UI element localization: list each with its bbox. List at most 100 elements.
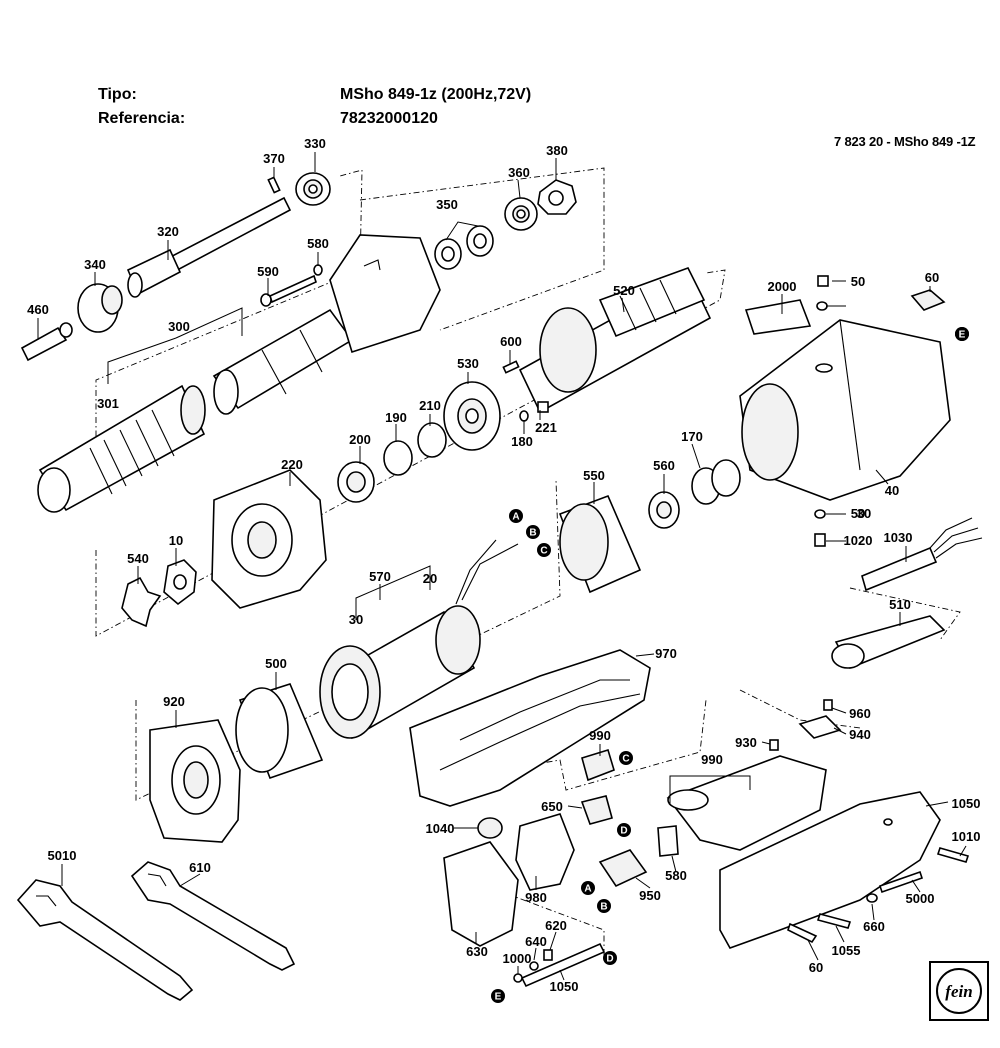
screw-1055 [787,922,818,944]
bearing-330 [295,172,331,206]
switch-990-upper [581,748,615,782]
screw-970 [823,699,833,711]
svg-text:A: A [584,884,591,895]
callout-570: 570 [369,569,391,584]
callout-970: 970 [655,646,677,661]
marker-b: B [597,899,611,913]
stator [319,539,519,740]
type-value: MSho 849-1z (200Hz,72V) [340,86,532,103]
marker-d: D [617,823,631,837]
callout-40: 40 [885,483,899,498]
motor-housing [739,319,951,501]
bracket-960 [798,715,842,739]
reference-label: Referencia: [98,110,186,127]
callout-300: 300 [168,319,190,334]
callout-1050: 1050 [550,979,579,994]
bearing-180 [337,461,375,503]
callout-60: 60 [925,270,939,285]
key-530 [502,360,520,374]
callout-920: 920 [163,694,185,709]
callout-610: 610 [189,860,211,875]
callout-950: 950 [639,888,661,903]
callout-620: 620 [545,918,567,933]
label-2000 [744,299,812,335]
callout-540: 540 [127,551,149,566]
callout-520: 520 [613,283,635,298]
callout-30: 30 [857,506,871,521]
part-950 [657,825,679,857]
type-label: Tipo: [98,86,137,103]
screw-590 [260,264,323,307]
callout-50: 50 [851,274,865,289]
grip-sleeve [37,384,206,513]
marker-a: A [509,509,523,523]
svg-text:B: B [600,902,607,913]
bearing-plate-210 [443,381,501,451]
ring-200 [383,440,413,476]
callout-1040: 1040 [426,821,455,836]
callout-980: 980 [525,890,547,905]
callout-180: 180 [511,434,533,449]
screw-50-top [816,275,829,311]
fein-logo: fein [929,961,989,1021]
bearing-360 [504,197,538,231]
callout-50: 50 [851,506,865,521]
screw-1050-right [936,847,970,863]
callout-530: 530 [457,356,479,371]
cover-40 [558,494,642,594]
callout-220: 220 [281,457,303,472]
callout-30: 30 [349,612,363,627]
callout-221: 221 [535,420,557,435]
callout-580: 580 [665,868,687,883]
callout-320: 320 [157,224,179,239]
callout-960: 960 [849,706,871,721]
connection-markers: ABCECDABDEE [491,327,969,1003]
callout-5010: 5010 [48,848,77,863]
marker-a: A [581,881,595,895]
callout-360: 360 [508,165,530,180]
callout-350: 350 [436,197,458,212]
callout-990: 990 [701,752,723,767]
marker-b: B [526,525,540,539]
marker-c: C [619,751,633,765]
marker-e: E [955,327,969,341]
plate-640 [443,841,519,947]
callout-1020: 1020 [844,533,873,548]
cover-510 [235,683,324,780]
svg-text:E: E [959,330,966,341]
armature [518,267,712,414]
callout-1010: 1010 [952,829,981,844]
svg-text:C: C [622,754,629,765]
callout-301: 301 [97,396,119,411]
callout-340: 340 [84,257,106,272]
callout-560: 560 [653,458,675,473]
ring-560b [711,459,741,497]
callout-630: 630 [466,944,488,959]
screw-660 [878,870,924,894]
switch-990-lower [580,795,613,825]
callout-5000: 5000 [906,891,935,906]
wrench-5000 [16,879,194,1001]
bearing-550 [648,491,680,529]
cable-clamp-1000 [513,942,606,988]
svg-text:D: D [606,954,613,965]
svg-text:C: C [540,546,547,557]
callout-590: 590 [257,264,279,279]
wrench-5010 [130,861,296,971]
cable-1020 [861,517,983,592]
callout-600: 600 [500,334,522,349]
svg-text:A: A [512,512,519,523]
callout-210: 210 [419,398,441,413]
callout-650: 650 [541,799,563,814]
cover-1010 [515,813,575,891]
cap-340 [77,283,123,333]
switch-980 [598,849,648,888]
drawing-code: 7 823 20 - MSho 849 -1Z [834,134,976,149]
end-plate-500 [149,719,241,843]
callout-580: 580 [307,236,329,251]
marker-d: D [603,951,617,965]
callout-380: 380 [546,143,568,158]
callout-660: 660 [863,919,885,934]
